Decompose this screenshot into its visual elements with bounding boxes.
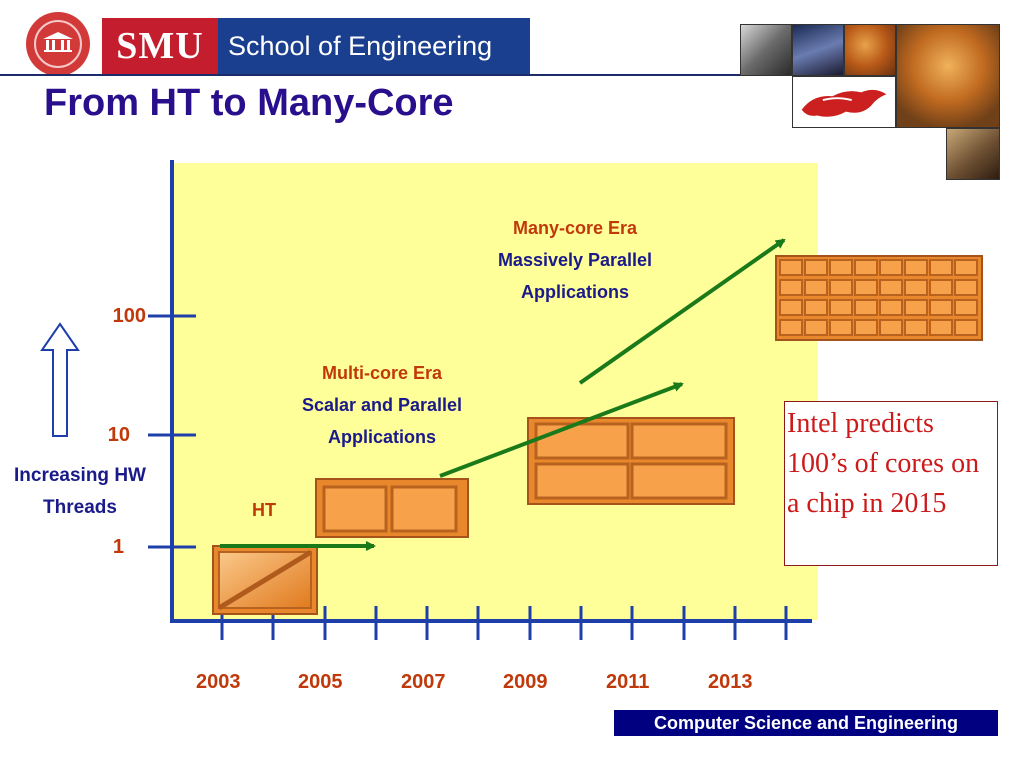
- multi-core-era-title: Multi-core Era: [321, 363, 443, 383]
- quad-core-chip: [527, 417, 735, 505]
- y-tick-label-1: 1: [112, 536, 124, 558]
- x-tick-label-2005: 2005: [298, 671, 343, 693]
- multi-core-era-line2: Scalar and Parallel: [301, 395, 463, 415]
- many-core-era-line3: Applications: [520, 282, 629, 302]
- y-tick-label-100: 100: [112, 305, 146, 327]
- up-arrow-icon: [40, 322, 80, 437]
- multi-core-era-line3: Applications: [327, 427, 436, 447]
- brand-mark: SMU: [102, 18, 218, 74]
- campus-building-photo: [896, 24, 1000, 128]
- slide-title: From HT to Many-Core: [44, 82, 454, 124]
- ht-era-label: HT: [252, 500, 276, 520]
- y-axis-title-line2: Threads: [43, 497, 117, 518]
- many-core-chip: [775, 255, 983, 341]
- ht-core-chip: [212, 545, 318, 615]
- portrait-photo: [740, 24, 792, 76]
- growth-arrow-icon: [578, 238, 786, 385]
- many-core-era-title: Many-core Era: [512, 218, 638, 238]
- many-core-era-label: Many-core Era Massively Parallel Applica…: [464, 212, 686, 308]
- campus-tree-photo: [844, 24, 896, 76]
- mustang-logo: [792, 76, 896, 128]
- note-text: Intel predicts 100’s of cores on a chip …: [787, 408, 980, 519]
- y-axis-title-line1: Increasing HW: [14, 465, 146, 486]
- plot-area: [172, 163, 818, 620]
- building-icon: [43, 32, 73, 52]
- seal-ring: [34, 20, 82, 68]
- x-tick-label-2007: 2007: [401, 671, 446, 693]
- header-rule: [0, 74, 800, 76]
- smu-seal-icon: [26, 12, 90, 76]
- y-axis-title: Increasing HW Threads: [0, 460, 160, 524]
- multi-core-era-label: Multi-core Era Scalar and Parallel Appli…: [272, 357, 492, 453]
- footer-label: Computer Science and Engineering: [614, 710, 998, 736]
- dual-core-chip: [315, 478, 469, 538]
- classroom-photo: [946, 128, 1000, 180]
- x-tick-label-2013: 2013: [708, 671, 753, 693]
- intel-prediction-note: Intel predicts 100’s of cores on a chip …: [784, 401, 998, 566]
- y-tick-label-10: 10: [107, 424, 130, 446]
- growth-arrow-icon: [439, 382, 684, 478]
- x-tick-label-2009: 2009: [503, 671, 548, 693]
- many-core-era-line2: Massively Parallel: [497, 250, 653, 270]
- school-banner: SMU School of Engineering: [102, 18, 530, 74]
- school-name: School of Engineering: [218, 18, 530, 74]
- x-tick-label-2003: 2003: [196, 671, 241, 693]
- mustang-icon: [801, 89, 887, 117]
- x-tick-label-2011: 2011: [606, 671, 650, 693]
- lab-photo: [792, 24, 844, 76]
